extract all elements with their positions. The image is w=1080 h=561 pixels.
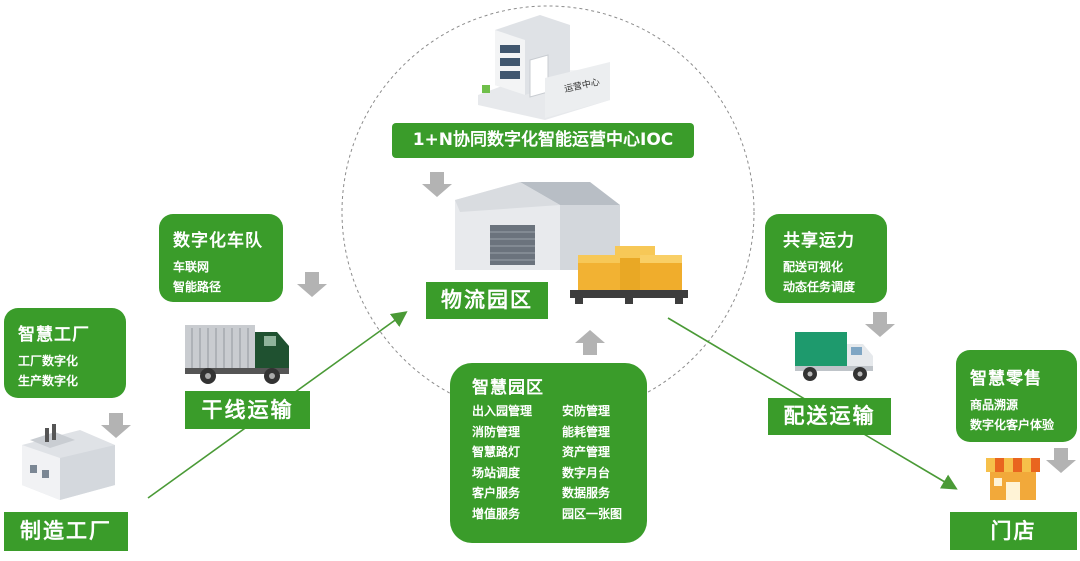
store-icon: [986, 458, 1040, 500]
down-arrow-icon: [297, 272, 327, 297]
smart-park-item: 消防管理: [472, 424, 521, 439]
smart-factory-title: 智慧工厂: [18, 325, 90, 345]
smart-park-item: 数据服务: [562, 486, 611, 500]
smart-retail-title: 智慧零售: [970, 369, 1042, 389]
smart-park-card: 智慧园区 出入园管理 安防管理 消防管理 能耗管理 智慧路灯 资产管理 场站调度…: [450, 363, 647, 543]
cargo-pallet-icon: [570, 246, 688, 304]
logistics-park-label: 物流园区: [426, 282, 548, 319]
down-arrow-icon: [101, 413, 131, 438]
container-truck-icon: [185, 325, 289, 384]
down-arrow-icon: [422, 172, 452, 197]
shared-capacity-item: 动态任务调度: [783, 280, 856, 294]
ioc-label: 1+N协同数字化智能运营中心IOC: [392, 123, 694, 158]
smart-park-title: 智慧园区: [472, 378, 544, 398]
ioc-building-icon: 运营中心: [478, 15, 610, 120]
smart-factory-item: 工厂数字化: [18, 354, 79, 368]
smart-park-item: 园区一张图: [562, 506, 623, 521]
digital-fleet-card: 数字化车队 车联网 智能路径: [159, 214, 283, 302]
smart-factory-card: 智慧工厂 工厂数字化 生产数字化: [4, 308, 126, 398]
smart-park-items: 出入园管理 安防管理 消防管理 能耗管理 智慧路灯 资产管理 场站调度 数字月台…: [472, 401, 647, 524]
down-arrow-icon: [865, 312, 895, 337]
manufacturing-factory-label: 制造工厂: [4, 512, 128, 551]
shared-capacity-card: 共享运力 配送可视化 动态任务调度: [765, 214, 887, 303]
smart-factory-item: 生产数字化: [18, 374, 79, 388]
factory-icon: [22, 424, 115, 500]
delivery-truck-icon: [795, 332, 873, 381]
digital-fleet-item: 智能路径: [173, 280, 222, 294]
smart-retail-item: 数字化客户体验: [970, 418, 1055, 432]
smart-park-item: 场站调度: [472, 465, 521, 480]
smart-retail-card: 智慧零售 商品溯源 数字化客户体验: [956, 350, 1077, 442]
smart-park-item: 数字月台: [562, 465, 611, 480]
down-arrow-icon: [1046, 448, 1076, 473]
delivery-transport-label: 配送运输: [768, 398, 891, 435]
smart-park-item: 出入园管理: [472, 404, 533, 418]
store-label: 门店: [950, 512, 1077, 550]
smart-park-item: 客户服务: [472, 486, 521, 500]
digital-fleet-title: 数字化车队: [173, 231, 263, 251]
smart-park-item: 安防管理: [562, 404, 611, 418]
ioc-scope-circle: [341, 5, 755, 419]
trunk-transport-label: 干线运输: [185, 391, 310, 429]
smart-park-item: 增值服务: [472, 506, 521, 521]
smart-retail-item: 商品溯源: [970, 398, 1019, 412]
shared-capacity-item: 配送可视化: [783, 260, 844, 274]
shared-capacity-title: 共享运力: [783, 231, 855, 251]
up-arrow-icon: [575, 330, 605, 355]
smart-park-item: 智慧路灯: [472, 445, 521, 459]
digital-fleet-item: 车联网: [173, 260, 210, 274]
smart-park-item: 资产管理: [562, 445, 611, 459]
smart-park-item: 能耗管理: [562, 424, 611, 439]
warehouse-icon: [455, 182, 620, 270]
